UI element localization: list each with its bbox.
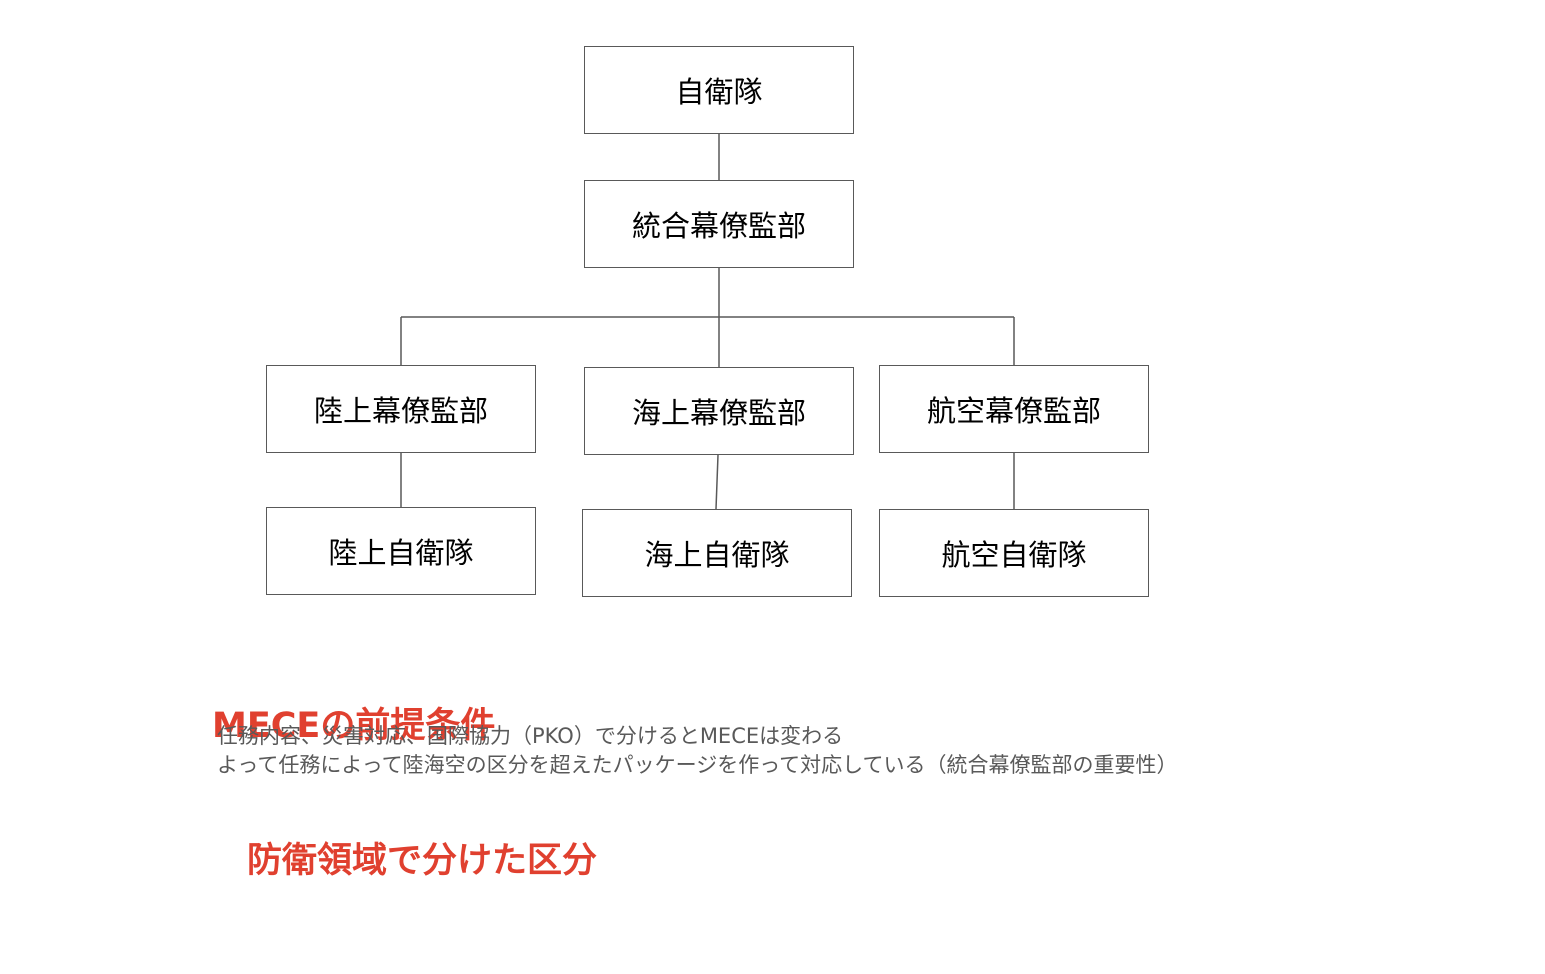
mece-title-line2: 防衛領域で分けた区分 [212,841,598,881]
note-line1: 任務内容、災害対応、国際協力（PKO）で分けるとMECEは変わる [217,724,844,748]
explanation-note: 任務内容、災害対応、国際協力（PKO）で分けるとMECEは変わる よって任務によ… [217,722,1178,780]
node-air-staff: 航空幕僚監部 [879,365,1149,453]
node-ground-staff: 陸上幕僚監部 [266,365,536,453]
mece-title: MECEの前提条件 防衛領域で分けた区分 [212,614,597,974]
node-joint-staff: 統合幕僚監部 [584,180,854,268]
node-gsdf: 陸上自衛隊 [266,507,536,595]
note-line2: よって任務によって陸海空の区分を超えたパッケージを作って対応している（統合幕僚監… [217,753,1178,777]
node-msdf: 海上自衛隊 [582,509,852,597]
mece-title-line1: MECEの前提条件 [212,706,496,746]
connector-maritime-staff-to-msdf [715,454,719,510]
node-maritime-staff: 海上幕僚監部 [584,367,854,455]
node-jsdf: 自衛隊 [584,46,854,134]
org-chart-canvas: 自衛隊 統合幕僚監部 陸上幕僚監部 海上幕僚監部 航空幕僚監部 陸上自衛隊 海上… [212,46,1178,881]
connector-lines [400,134,1015,510]
node-asdf: 航空自衛隊 [879,509,1149,597]
